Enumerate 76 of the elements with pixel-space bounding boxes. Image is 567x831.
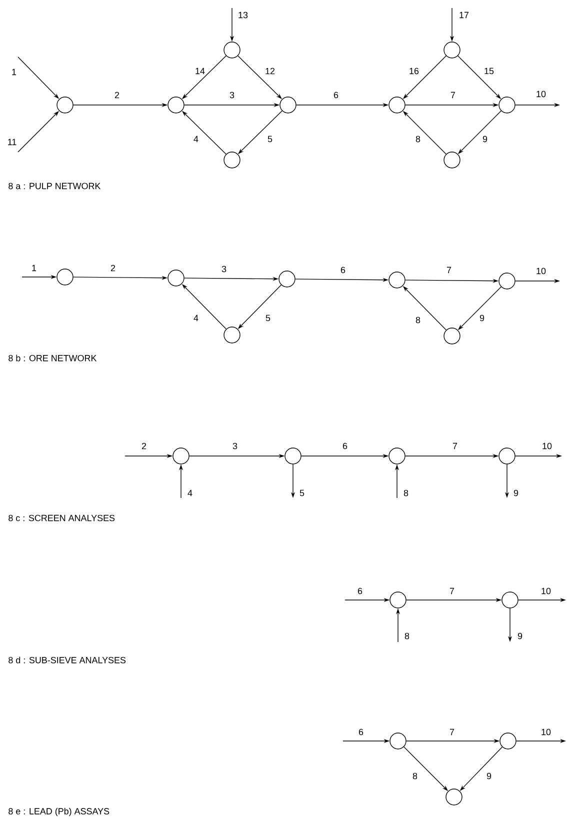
node-circle [168, 270, 184, 286]
node-circle [280, 96, 296, 114]
edge-label: 1 [31, 264, 37, 272]
edge-label: 1 [11, 68, 17, 76]
edge-label: 7 [449, 587, 455, 595]
node-circle [388, 448, 406, 464]
edge-label: 13 [238, 11, 248, 19]
node-circle [500, 732, 516, 750]
panel-caption: 8 c : SCREEN ANALYSES [8, 514, 115, 522]
edge-label: 7 [446, 266, 452, 274]
node-circle [498, 96, 516, 114]
edge-label: 2 [110, 264, 116, 272]
edge-label: 3 [232, 442, 238, 450]
node-circle [224, 42, 240, 58]
node-circle [172, 448, 190, 464]
edge-label: 10 [542, 442, 552, 450]
edge-label: 14 [194, 67, 206, 75]
node-circle [390, 592, 406, 608]
edge-label: 9 [479, 314, 485, 322]
edge-label: 2 [114, 91, 120, 99]
edge-label: 8 [412, 772, 418, 780]
node-circle [498, 448, 516, 464]
edge-label: 7 [450, 91, 456, 99]
edge-label: 5 [299, 489, 305, 497]
edge-label: 12 [264, 67, 276, 75]
edge-label: 8 [415, 135, 421, 143]
node-circle [444, 152, 460, 168]
edge-label: 4 [193, 314, 199, 322]
edge-label: 11 [6, 138, 18, 146]
edge-label: 2 [141, 442, 147, 450]
edge-label: 10 [536, 90, 546, 98]
node-circle [56, 96, 74, 114]
panel-caption: 8 b : ORE NETWORK [8, 354, 97, 362]
edge-label: 17 [458, 11, 470, 19]
edge-label: 4 [193, 135, 199, 143]
node-circle [444, 42, 460, 58]
node-circle [56, 268, 74, 286]
node-circle [498, 272, 516, 290]
edge-label: 10 [540, 587, 552, 595]
node-circle [224, 152, 240, 168]
edge-label: 8 [403, 489, 409, 497]
edge-label: 7 [452, 442, 458, 450]
edge-label: 3 [229, 91, 235, 99]
node-circle [388, 96, 406, 114]
edge-label: 9 [517, 632, 523, 640]
edge-label: 6 [342, 442, 348, 450]
panel-caption: 8 e : LEAD (Pb) ASSAYS [8, 808, 110, 816]
node-circle [284, 448, 302, 464]
edge-label: 5 [267, 135, 273, 143]
edge-label: 9 [482, 135, 488, 143]
node-circle [444, 328, 460, 344]
edge-label: 8 [415, 316, 421, 324]
edge-label: 6 [333, 91, 339, 99]
edge-label: 9 [513, 489, 519, 497]
edge-label: 9 [486, 772, 492, 780]
edge-label: 5 [265, 314, 271, 322]
edge-label: 16 [408, 67, 420, 75]
node-circle [390, 732, 406, 750]
edge-label: 7 [449, 728, 455, 736]
edge-label: 6 [357, 587, 363, 595]
edge-label: 6 [340, 266, 346, 274]
edge-label: 10 [536, 267, 546, 275]
edge-label: 8 [404, 632, 410, 640]
panel-caption: 8 d : SUB-SIEVE ANALYSES [8, 656, 126, 664]
edge-label: 4 [187, 489, 193, 497]
node-circle [278, 270, 296, 288]
node-circle [446, 788, 462, 806]
edge-label: 3 [221, 265, 227, 273]
node-circle [224, 326, 240, 344]
edge-label: 6 [358, 728, 364, 736]
edge-label: 10 [540, 728, 552, 736]
node-circle [388, 272, 406, 288]
edge-label: 15 [484, 67, 494, 75]
node-circle [502, 592, 518, 608]
panel-caption: 8 a : PULP NETWORK [8, 182, 101, 190]
node-circle [168, 96, 184, 114]
